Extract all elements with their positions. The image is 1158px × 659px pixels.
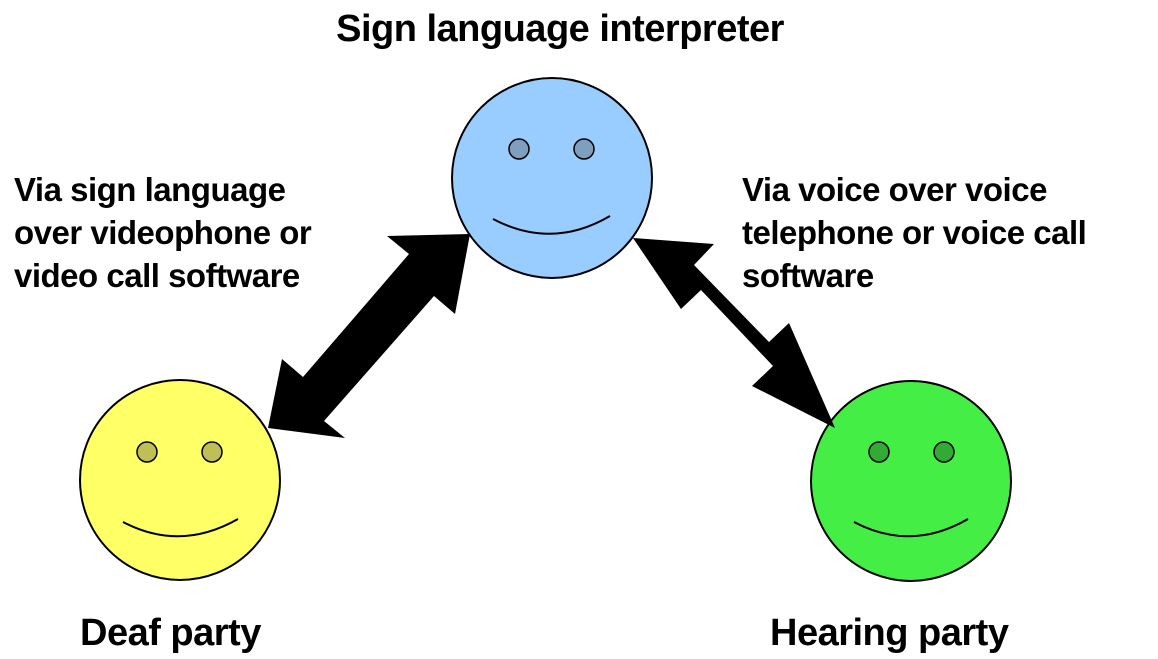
deaf-smile — [122, 518, 239, 538]
deaf-face — [79, 379, 281, 581]
hearing-right-eye — [933, 441, 955, 463]
hearing-face — [810, 380, 1012, 582]
hearing-party-label: Hearing party — [770, 612, 1009, 654]
right-double-arrow — [633, 238, 835, 428]
interpreter-left-eye — [508, 138, 530, 160]
voice-channel-label: Via voice over voice telephone or voice … — [742, 171, 1087, 294]
interpreter-label: Sign language interpreter — [336, 8, 784, 50]
hearing-face-circle — [810, 380, 1012, 582]
deaf-party-label: Deaf party — [80, 612, 261, 654]
deaf-right-eye — [201, 441, 223, 463]
interpreter-face-circle — [451, 77, 653, 279]
interpreter-smile — [492, 215, 611, 235]
interpreter-right-eye — [573, 138, 595, 160]
hearing-smile — [853, 518, 969, 538]
interpreter-face — [451, 77, 653, 279]
sign-language-channel-label: Via sign language over videophone or vid… — [14, 171, 312, 294]
deaf-left-eye — [136, 441, 158, 463]
left-double-arrow — [268, 234, 470, 438]
hearing-left-eye — [868, 441, 890, 463]
deaf-face-circle — [79, 379, 281, 581]
